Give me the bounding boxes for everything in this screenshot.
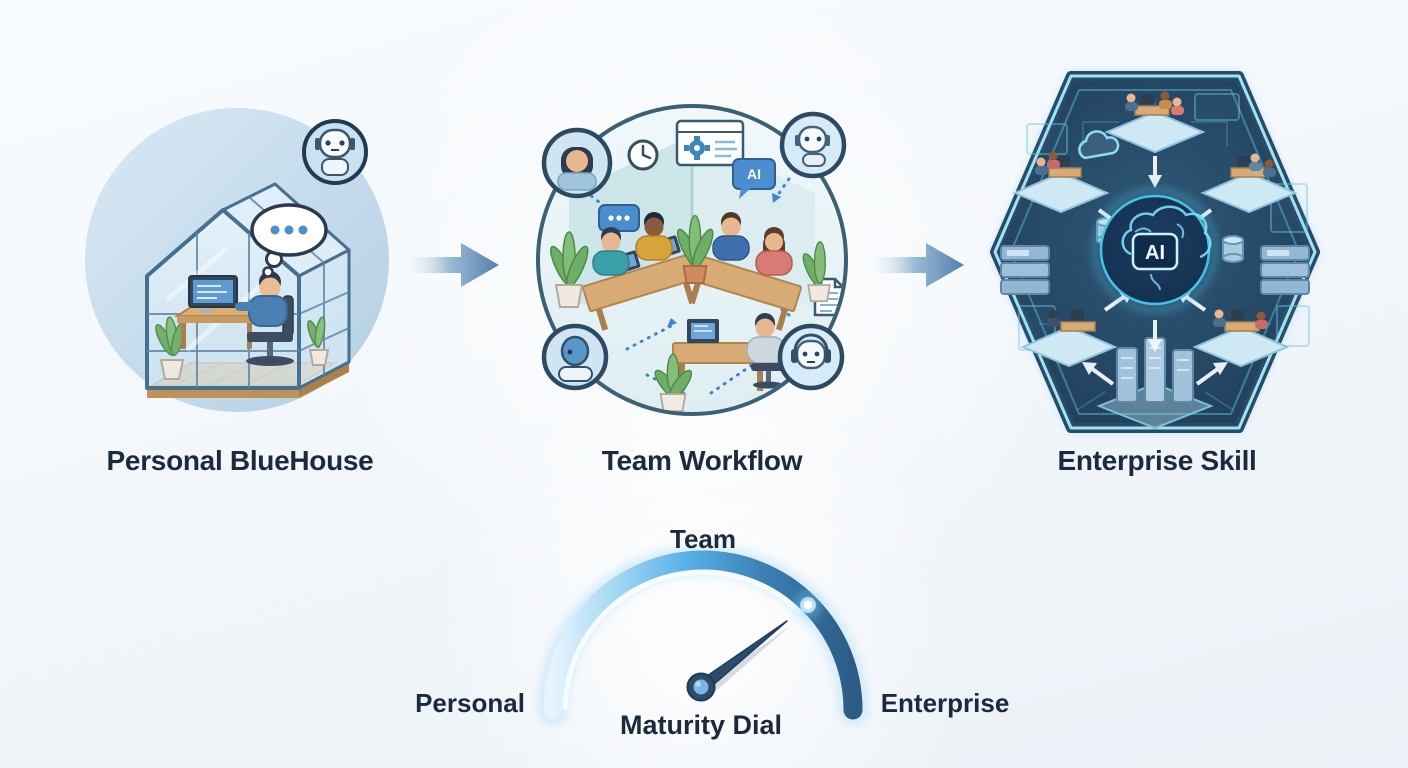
wall-clock-icon — [627, 139, 659, 171]
ai-chip-label: AI — [1145, 242, 1165, 264]
workstation-platform-icon — [1012, 91, 1298, 368]
gauge-needle — [686, 620, 790, 702]
gauge-personal-label: Personal — [415, 688, 525, 718]
ai-brain-icon: AI — [1092, 187, 1218, 313]
maturity-dial-gauge — [538, 545, 868, 725]
arrow-right-icon — [408, 243, 499, 287]
plant-icon — [550, 214, 831, 412]
person-mustard-shirt — [635, 212, 673, 261]
person-front-desk — [746, 313, 787, 389]
gauge-title: Maturity Dial — [619, 710, 783, 740]
enterprise-stage-label: Enterprise Skill — [1057, 445, 1257, 476]
person-blue-shirt — [712, 212, 750, 261]
robot-avatar-icon — [302, 119, 368, 185]
gauge-arc — [538, 545, 868, 725]
enterprise-skill-illustration: AI — [990, 71, 1320, 433]
gauge-enterprise-label: Enterprise — [880, 688, 1010, 718]
ai-bubble-label: AI — [747, 166, 761, 182]
gauge-team-label: Team — [670, 524, 736, 554]
desktop-monitor-icon — [188, 275, 238, 313]
personal-bluehouse-illustration — [85, 108, 389, 412]
ai-chat-bubble-icon: AI — [732, 158, 776, 199]
team-stage-label: Team Workflow — [601, 445, 803, 476]
server-stack-icon — [1000, 245, 1310, 295]
person-teal-shirt — [592, 227, 630, 276]
server-tower-icon — [1096, 337, 1214, 430]
ai-chip-icon: AI — [1131, 232, 1179, 271]
personal-stage-label: Personal BlueHouse — [106, 445, 374, 476]
arrow-right-icon — [873, 243, 964, 287]
blue-robot-avatar-icon — [541, 323, 609, 391]
gear-window-icon — [675, 119, 745, 167]
team-members — [592, 212, 793, 389]
team-workflow-illustration: AI — [536, 104, 848, 416]
plant-icon-right — [307, 316, 330, 366]
headset-robot-avatar-icon — [777, 323, 845, 391]
person-coral-shirt — [755, 227, 793, 276]
plant-icon — [155, 316, 186, 380]
robot-avatar-icon — [779, 111, 847, 179]
thought-bubble-icon — [250, 203, 328, 278]
gauge-glow-dot — [794, 591, 822, 619]
cloud-icon — [1078, 130, 1120, 160]
woman-avatar-icon — [541, 127, 613, 199]
faint-screen-panels — [1018, 93, 1310, 351]
